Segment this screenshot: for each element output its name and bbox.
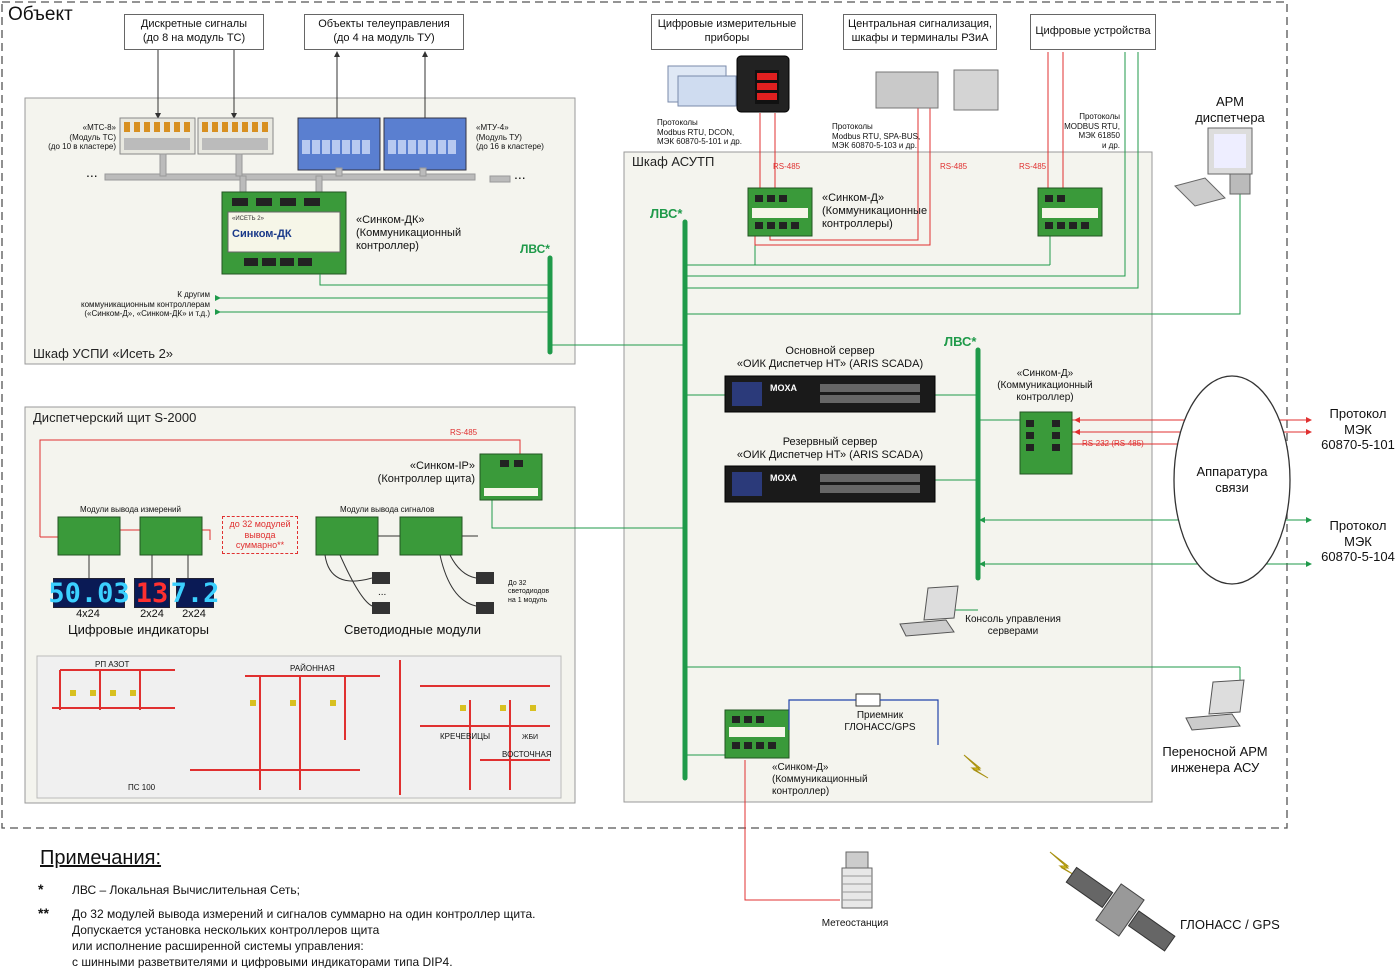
main-server-brand: MOXA (770, 383, 797, 393)
digital-display-2: 13 (134, 577, 170, 609)
arm-label: АРМ диспетчера (1195, 94, 1265, 125)
reserve-server-label: Резервный сервер «ОИК Диспетчер НТ» (ARI… (736, 436, 924, 462)
asutp-lan-label: ЛВС* (650, 206, 683, 221)
sinkom-d-devices (479, 187, 1103, 759)
rs485-lines (39, 52, 1310, 901)
up-to-32-leds-note: До 32 светодиодов на 1 модуль (508, 580, 550, 604)
rs485-label-b: RS-485 (940, 162, 968, 171)
protocols-meters: Протоколы Modbus RTU, DCON, МЭК 60870-5-… (657, 118, 742, 147)
sinkom-d-upper-label: «Синком-Д» (Коммуникационные контроллеры… (822, 192, 928, 231)
device-small-label: «ИСЕТЬ 2» (232, 216, 264, 222)
meteostation (841, 851, 873, 909)
main-server-label: Основной сервер «ОИК Диспетчер НТ» (ARIS… (736, 345, 924, 371)
gps-receiver (788, 693, 1077, 877)
laptops (899, 585, 1245, 731)
rs485-label-c: RS-485 (1019, 162, 1047, 171)
console-label: Консоль управления серверами (965, 614, 1061, 637)
sinkom-dk-name: Синком-ДК (232, 228, 292, 240)
up-to-32-modules-note: до 32 модулей вывода суммарно** (222, 516, 298, 554)
protocols-relay: Протоколы Modbus RTU, SPA-BUS, МЭК 60870… (832, 122, 921, 151)
note-2-marker: ** (38, 905, 49, 921)
sinkom-d-right-label: «Синком-Д» (Коммуникационный контроллер) (997, 368, 1093, 403)
display-size-1: 4x24 (76, 608, 100, 620)
arm-computer (1174, 127, 1253, 207)
object-title: Объект (8, 4, 73, 25)
mtu-more-dots: ... (514, 166, 526, 182)
glonass-label: ГЛОНАСС / GPS (1180, 917, 1280, 932)
proto-101-label: Протокол МЭК 60870-5-101 (1321, 406, 1395, 453)
asutp-panel-title: Шкаф АСУТП (632, 154, 715, 169)
mimic-rp-label: РП АЗОТ (95, 660, 130, 669)
sinkom-ip-label: «Синком-IP» (Контроллер щита) (377, 460, 475, 486)
uspi-panel-title: Шкаф УСПИ «Исеть 2» (33, 346, 174, 361)
mimic-vost-label: ВОСТОЧНАЯ (502, 750, 552, 759)
meas-modules-label: Модули вывода измерений (80, 505, 181, 514)
notes-title: Примечания: (40, 847, 162, 869)
portable-arm-label: Переносной АРМ инженера АСУ (1162, 744, 1268, 775)
mtc8-modules (119, 117, 274, 155)
proto-104-label: Протокол МЭК 60870-5-104 (1321, 518, 1395, 565)
sinkom-d-bottom-label: «Синком-Д» (Коммуникационный контроллер) (772, 762, 868, 797)
protocols-digital: Протоколы MODBUS RTU, МЭК 61850 и др. (1064, 112, 1120, 150)
digital-display-3: 7.2 (170, 577, 220, 609)
mtu4-label: «МТУ-4» (Модуль ТУ) (до 16 в кластере) (476, 123, 544, 152)
telecontrol-objects-box: Объекты телеуправления (до 4 на модуль Т… (304, 14, 464, 50)
mimic-ps-label: ПС 100 (128, 783, 156, 792)
reserve-server-brand: MOXA (770, 473, 797, 483)
comm-ellipse (1173, 375, 1291, 585)
satellite (1065, 866, 1176, 952)
mimic-krech-label: КРЕЧЕВИЦЫ (440, 732, 491, 741)
led-dots: ... (378, 587, 387, 598)
mimic-board (36, 655, 562, 799)
mtc8-label: «МТС-8» (Модуль ТС) (до 10 в кластере) (48, 123, 116, 152)
note-1: ЛВС – Локальная Вычислительная Сеть; (72, 883, 300, 897)
sinkom-dk-label: «Синком-ДК» (Коммуникационный контроллер… (356, 214, 462, 253)
rs485-label-a: RS-485 (773, 162, 801, 171)
discrete-signals-box: Дискретные сигналы (до 8 на модуль ТС) (124, 14, 264, 50)
meteo-label: Метеостанция (821, 918, 889, 929)
relay-protection-box: Центральная сигнализация, шкафы и термин… (843, 14, 997, 50)
signal-arrows (157, 50, 426, 118)
digital-indicators-label: Цифровые индикаторы (68, 622, 209, 637)
digital-devices-box: Цифровые устройства (1030, 14, 1156, 50)
mtu4-modules (297, 117, 467, 171)
mtc-more-dots: ... (86, 164, 98, 180)
s2000-modules (57, 516, 494, 614)
meter-devices (667, 55, 999, 113)
digital-display-1: 50.03 (48, 577, 130, 609)
signal-modules-label: Модули вывода сигналов (340, 505, 435, 514)
mimic-zhbi-label: ЖБИ (522, 734, 539, 741)
comm-label: Аппаратура связи (1196, 464, 1268, 495)
note-1-marker: * (38, 881, 44, 897)
display-size-2: 2x24 (140, 608, 164, 620)
led-modules-label: Светодиодные модули (344, 622, 481, 637)
server-lan-label: ЛВС* (944, 334, 977, 349)
s2000-rs485-label: RS-485 (450, 428, 478, 437)
cluster-bus (104, 153, 511, 195)
note-2: До 32 модулей вывода измерений и сигнало… (72, 907, 536, 968)
servers (724, 375, 936, 503)
s2000-panel-title: Диспетчерский щит S-2000 (33, 410, 197, 425)
uspi-lan-label: ЛВС* (520, 242, 550, 256)
digital-meters-box: Цифровые измерительные приборы (651, 14, 803, 50)
rs232-label: RS-232 (RS-485) (1082, 439, 1144, 448)
object-boundary (1, 1, 1288, 829)
gps-receiver-label: Приемник ГЛОНАСС/GPS (844, 710, 916, 733)
mimic-rayon-label: РАЙОННАЯ (290, 664, 335, 673)
other-controllers-label: К другим коммуникационным контроллерам (… (81, 290, 210, 319)
display-size-3: 2x24 (182, 608, 206, 620)
